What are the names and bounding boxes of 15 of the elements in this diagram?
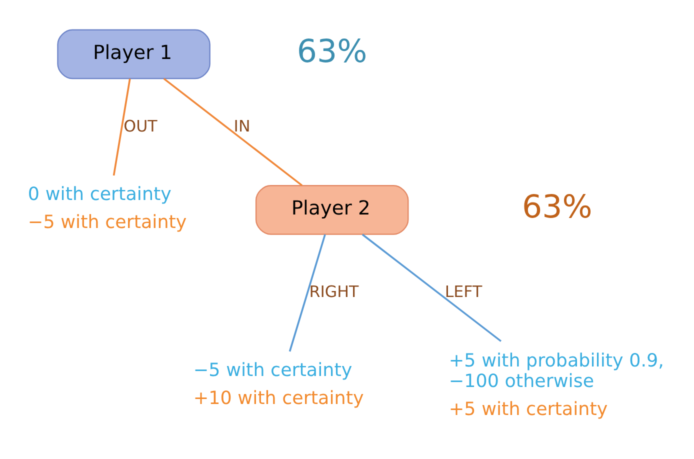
edge-label: OUT — [124, 116, 158, 135]
node-text: −5 with certainty +10 with certainty — [193, 359, 364, 408]
node-box: Player 2 — [255, 184, 409, 234]
node-text: 0 with certainty −5 with certainty — [28, 184, 187, 233]
connector — [163, 77, 303, 186]
edge-label: RIGHT — [309, 281, 359, 300]
node-text: +5 with probability 0.9, −100 otherwise +5 with certainty — [448, 350, 664, 420]
connector — [288, 234, 326, 352]
node-box: Player 1 — [57, 28, 210, 79]
label: 63% — [522, 189, 592, 226]
label: 63% — [296, 33, 368, 70]
connector — [112, 78, 131, 176]
connector — [362, 233, 502, 342]
edge-label: IN — [234, 116, 250, 135]
edge-label: LEFT — [444, 281, 482, 300]
